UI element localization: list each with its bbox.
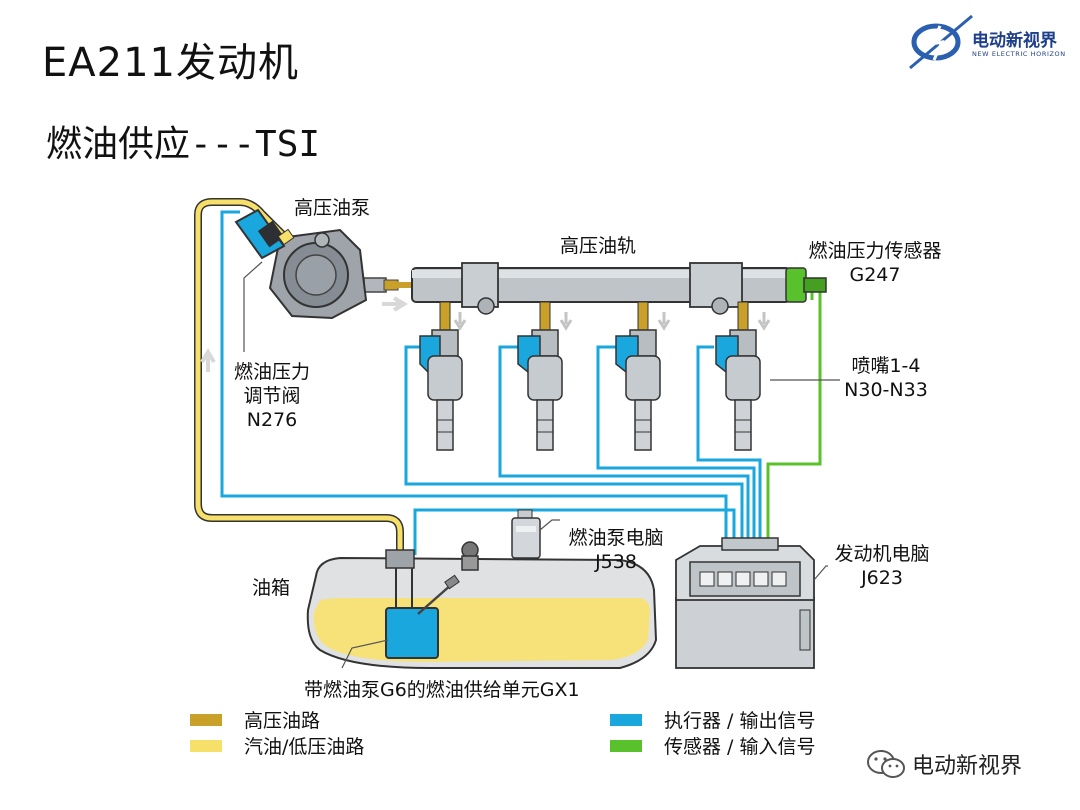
legend-item-high-pressure: 高压油路 — [190, 706, 320, 733]
label-hp-rail: 高压油轨 — [560, 235, 637, 257]
label-injectors-code: N30-N33 — [844, 379, 928, 401]
label-pressure-sensor: 燃油压力传感器 G247 — [800, 239, 950, 287]
label-injectors: 喷嘴1-4 N30-N33 — [836, 354, 936, 402]
injector-1 — [419, 301, 467, 451]
fuel-pump-ecu — [511, 509, 541, 559]
engine-ecu — [675, 537, 815, 669]
label-pump-ecu: 燃油泵电脑 J538 — [556, 526, 676, 574]
low-pressure-line — [194, 198, 404, 555]
label-regulator-code: N276 — [246, 409, 298, 431]
watermark: 电动新视界 — [866, 748, 1022, 780]
legend-item-actuator: 执行器 / 输出信号 — [610, 706, 815, 733]
legend-swatch — [610, 739, 642, 752]
label-tank: 油箱 — [252, 577, 291, 599]
label-hp-pump: 高压油泵 — [294, 197, 371, 219]
fuel-tank — [306, 541, 658, 669]
brand-logo: 电动新视界 NEW ELECTRIC HORIZON — [906, 12, 1066, 70]
sensor-wire — [766, 290, 822, 540]
legend-label: 汽油/低压油路 — [244, 736, 365, 758]
flow-arrow-up — [200, 348, 216, 372]
label-pressure-sensor-name: 燃油压力传感器 — [808, 240, 942, 262]
legend-swatch — [190, 739, 222, 752]
legend-label: 传感器 / 输入信号 — [664, 736, 816, 758]
logo-text: 电动新视界 — [972, 31, 1057, 51]
label-engine-ecu-code: J623 — [861, 567, 903, 589]
legend-item-sensor: 传感器 / 输入信号 — [610, 732, 815, 759]
label-pump-ecu-code: J538 — [595, 551, 637, 573]
logo-subtext: NEW ELECTRIC HORIZON — [972, 50, 1066, 58]
high-pressure-rail — [411, 262, 827, 315]
label-pump-ecu-name: 燃油泵电脑 — [568, 527, 664, 549]
label-regulator-line1: 燃油压力 — [233, 361, 310, 383]
slide-title: EA211发动机 — [42, 40, 299, 86]
wechat-icon — [867, 750, 905, 778]
label-regulator: 燃油压力 调节阀 N276 — [222, 360, 322, 432]
watermark-text: 电动新视界 — [912, 754, 1023, 779]
legend-swatch — [190, 713, 222, 726]
label-supply-unit: 带燃油泵G6的燃油供给单元GX1 — [304, 679, 580, 701]
injectors — [419, 301, 771, 451]
high-pressure-pump — [234, 208, 414, 320]
label-regulator-line2: 调节阀 — [243, 385, 301, 407]
injector-2 — [517, 301, 573, 451]
label-pressure-sensor-code: G247 — [849, 264, 901, 286]
brand-swirl-icon — [909, 14, 973, 70]
label-engine-ecu-name: 发动机电脑 — [834, 543, 930, 565]
legend-label: 执行器 / 输出信号 — [664, 710, 816, 732]
legend-item-low-pressure: 汽油/低压油路 — [190, 732, 364, 759]
injector-4 — [715, 301, 771, 451]
legend-swatch — [610, 713, 642, 726]
slide-subtitle: 燃油供应---TSI — [46, 124, 321, 165]
legend-label: 高压油路 — [244, 710, 321, 732]
label-injectors-name: 喷嘴1-4 — [851, 355, 921, 377]
injector-3 — [615, 301, 671, 451]
label-engine-ecu: 发动机电脑 J623 — [822, 542, 942, 590]
flow-arrow-right — [382, 296, 408, 312]
actuator-wires — [220, 210, 762, 555]
